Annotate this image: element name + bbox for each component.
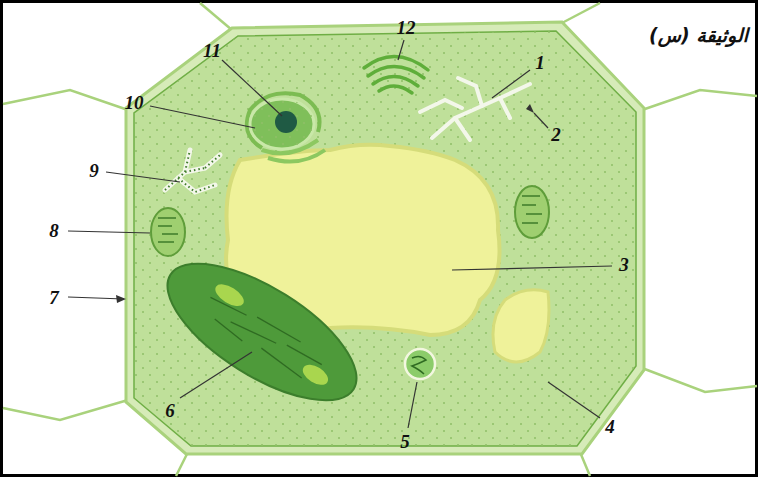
- arrowheads: [116, 104, 534, 303]
- callout-number: 8: [49, 221, 59, 240]
- callout-number: 11: [203, 41, 221, 60]
- chloroplast: [147, 237, 377, 426]
- cytoplasm: [134, 31, 636, 446]
- mitochondrion: [151, 208, 185, 256]
- document-title: الوثيقة (س): [649, 24, 748, 47]
- nucleus: [247, 93, 325, 161]
- golgi-apparatus: [364, 56, 428, 93]
- smooth-er: [420, 78, 530, 140]
- callout-number: 7: [49, 288, 59, 307]
- callout-number: 2: [551, 125, 561, 144]
- mitochondrion: [515, 186, 549, 238]
- peroxisome: [405, 349, 435, 379]
- callout-number: 1: [535, 53, 545, 72]
- callout-number: 5: [400, 432, 410, 451]
- callout-number: 6: [165, 401, 175, 420]
- cytoplasm-texture: [134, 31, 636, 446]
- small-vacuole: [493, 290, 549, 362]
- callout-number: 9: [89, 161, 99, 180]
- cell-wall: [126, 22, 644, 454]
- callout-number: 12: [397, 18, 416, 37]
- leader-lines: [68, 40, 612, 428]
- nucleolus: [275, 111, 297, 133]
- callout-number: 3: [619, 255, 629, 274]
- callout-number: 10: [125, 93, 144, 112]
- callout-number: 4: [605, 417, 615, 436]
- rough-er: [165, 150, 220, 192]
- neighbour-cell-walls: [3, 3, 757, 476]
